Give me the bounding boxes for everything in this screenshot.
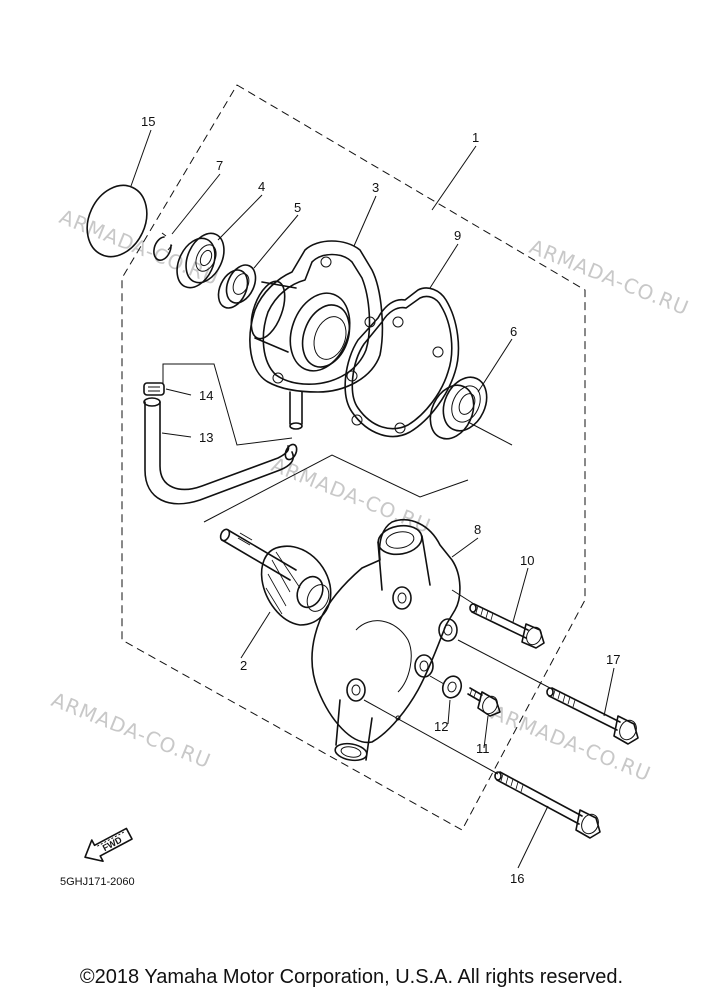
- callout-13: 13: [199, 430, 213, 445]
- circlip: [153, 232, 173, 261]
- watermark: ARMADA-CO.RU: [48, 687, 214, 773]
- watermark: ARMADA-CO.RU: [268, 452, 434, 538]
- callout-7: 7: [216, 158, 223, 173]
- callout-3: 3: [372, 180, 379, 195]
- callout-6: 6: [510, 324, 517, 339]
- assembly-boundary: [121, 84, 586, 831]
- bolt-short: [469, 603, 545, 649]
- callout-12: 12: [434, 719, 448, 734]
- impeller-shaft: [219, 528, 332, 626]
- oil-seal-large: [429, 376, 488, 440]
- callout-5: 5: [294, 200, 301, 215]
- copyright-notice: ©2018 Yamaha Motor Corporation, U.S.A. A…: [79, 966, 624, 988]
- callout-15: 15: [141, 114, 155, 129]
- callout-10: 10: [520, 553, 534, 568]
- callout-9: 9: [454, 228, 461, 243]
- fwd-arrow-icon: FWD: [84, 827, 133, 863]
- callout-1: 1: [472, 130, 479, 145]
- pump-housing-cover: [249, 240, 384, 430]
- o-ring: [86, 184, 148, 258]
- watermark: ARMADA-CO.RU: [526, 234, 692, 320]
- guide-lines: [162, 363, 551, 775]
- callout-14: 14: [199, 388, 213, 403]
- callout-11: 11: [476, 741, 490, 756]
- callouts: 1 2 3 4 5 6 7 8 9 10 11 12 13 14 15 16 1…: [141, 114, 620, 886]
- callout-16: 16: [510, 871, 524, 886]
- callout-8: 8: [474, 522, 481, 537]
- leader-lines: [130, 129, 615, 869]
- callout-4: 4: [258, 179, 265, 194]
- diagram-code: 5GHJ171-2060: [60, 876, 135, 888]
- watermarks: ARMADA-CO.RU ARMADA-CO.RU ARMADA-CO.RU A…: [48, 204, 692, 786]
- callout-17: 17: [606, 652, 620, 667]
- watermark: ARMADA-CO.RU: [56, 204, 222, 290]
- bearing: [176, 232, 225, 289]
- washer: [441, 675, 463, 699]
- coolant-hose: [143, 397, 298, 505]
- hose-clamp: [143, 382, 165, 396]
- drain-bolt: [467, 687, 501, 717]
- pump-housing: [311, 518, 461, 762]
- bolt-long: [494, 771, 601, 839]
- callout-2: 2: [240, 658, 247, 673]
- oil-seal: [217, 264, 257, 309]
- bolt-medium: [546, 687, 639, 745]
- gasket: [344, 287, 460, 438]
